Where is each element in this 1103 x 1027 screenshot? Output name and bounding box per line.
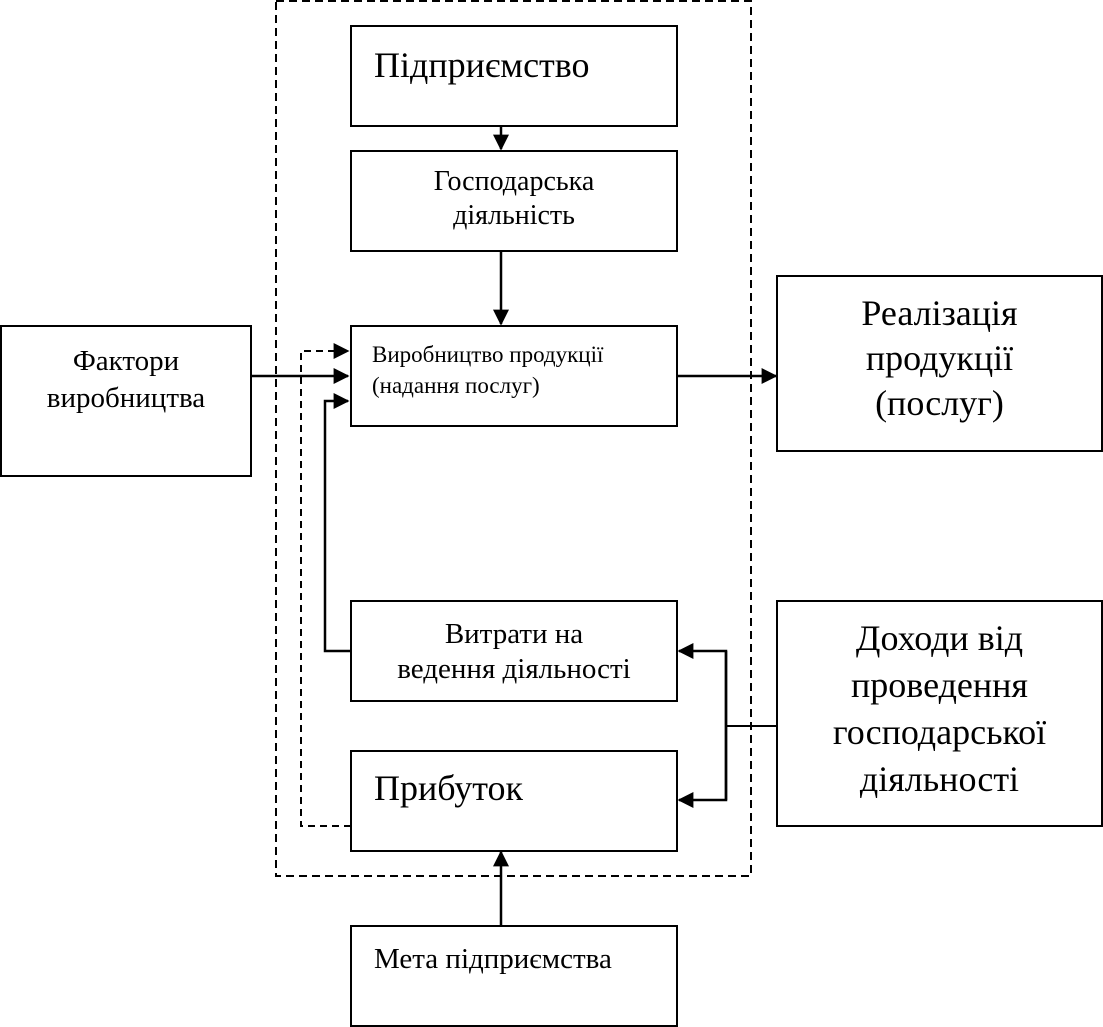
node-production-line-1: Виробництво продукції (372, 342, 604, 367)
node-enterprise: Підприємство (350, 25, 678, 127)
node-activity-costs-label: Витрати на ведення діяльності (352, 620, 676, 684)
node-activity-costs-line-2: ведення діяльності (397, 653, 631, 685)
node-income-line-3: господарської (832, 712, 1047, 752)
node-production-factors-line-2: виробництва (46, 382, 206, 414)
node-economic-activity-label: Господарська діяльність (352, 168, 676, 230)
node-production-factors-line-1: Фактори (72, 345, 180, 377)
node-income-line-1: Доходи від (855, 618, 1024, 658)
node-enterprise-line-1: Підприємство (374, 45, 590, 85)
arrow-income-to-profit (677, 651, 728, 808)
node-production-factors: Фактори виробництва (0, 325, 252, 477)
node-enterprise-label: Підприємство (374, 47, 590, 83)
node-production: Виробництво продукції (надання послуг) (350, 325, 678, 427)
node-production-line-2: (надання послуг) (372, 373, 540, 398)
node-profit: Прибуток (350, 750, 678, 852)
node-profit-line-1: Прибуток (374, 768, 523, 808)
node-sales-label: Реалізація продукції (послуг) (778, 295, 1101, 421)
node-sales-line-3: (послуг) (875, 383, 1004, 423)
node-sales-line-1: Реалізація (861, 293, 1018, 333)
node-income-line-2: проведення (851, 665, 1028, 705)
node-activity-costs-line-1: Витрати на (444, 618, 584, 650)
node-profit-label: Прибуток (374, 770, 523, 806)
node-production-label: Виробництво продукції (надання послуг) (372, 343, 603, 397)
node-activity-costs: Витрати на ведення діяльності (350, 600, 678, 702)
node-economic-activity-line-1: Господарська (433, 166, 595, 197)
node-income: Доходи від проведення господарської діял… (776, 600, 1103, 827)
node-enterprise-goal-line-1: Мета підприємства (374, 943, 612, 975)
arrow-income-to-costs (677, 643, 728, 800)
node-sales: Реалізація продукції (послуг) (776, 275, 1103, 452)
node-enterprise-goal: Мета підприємства (350, 925, 678, 1027)
arrow-profit-to-production-dashed (300, 343, 351, 827)
node-economic-activity-line-2: діяльність (453, 200, 575, 231)
arrow-costs-to-production (323, 393, 351, 653)
node-sales-line-2: продукції (865, 338, 1014, 378)
enterprise-boundary (275, 0, 752, 877)
node-economic-activity: Господарська діяльність (350, 150, 678, 252)
node-enterprise-goal-label: Мета підприємства (374, 945, 612, 974)
node-income-line-4: діяльності (859, 759, 1020, 799)
node-income-label: Доходи від проведення господарської діял… (778, 620, 1101, 797)
node-production-factors-label: Фактори виробництва (2, 347, 250, 413)
